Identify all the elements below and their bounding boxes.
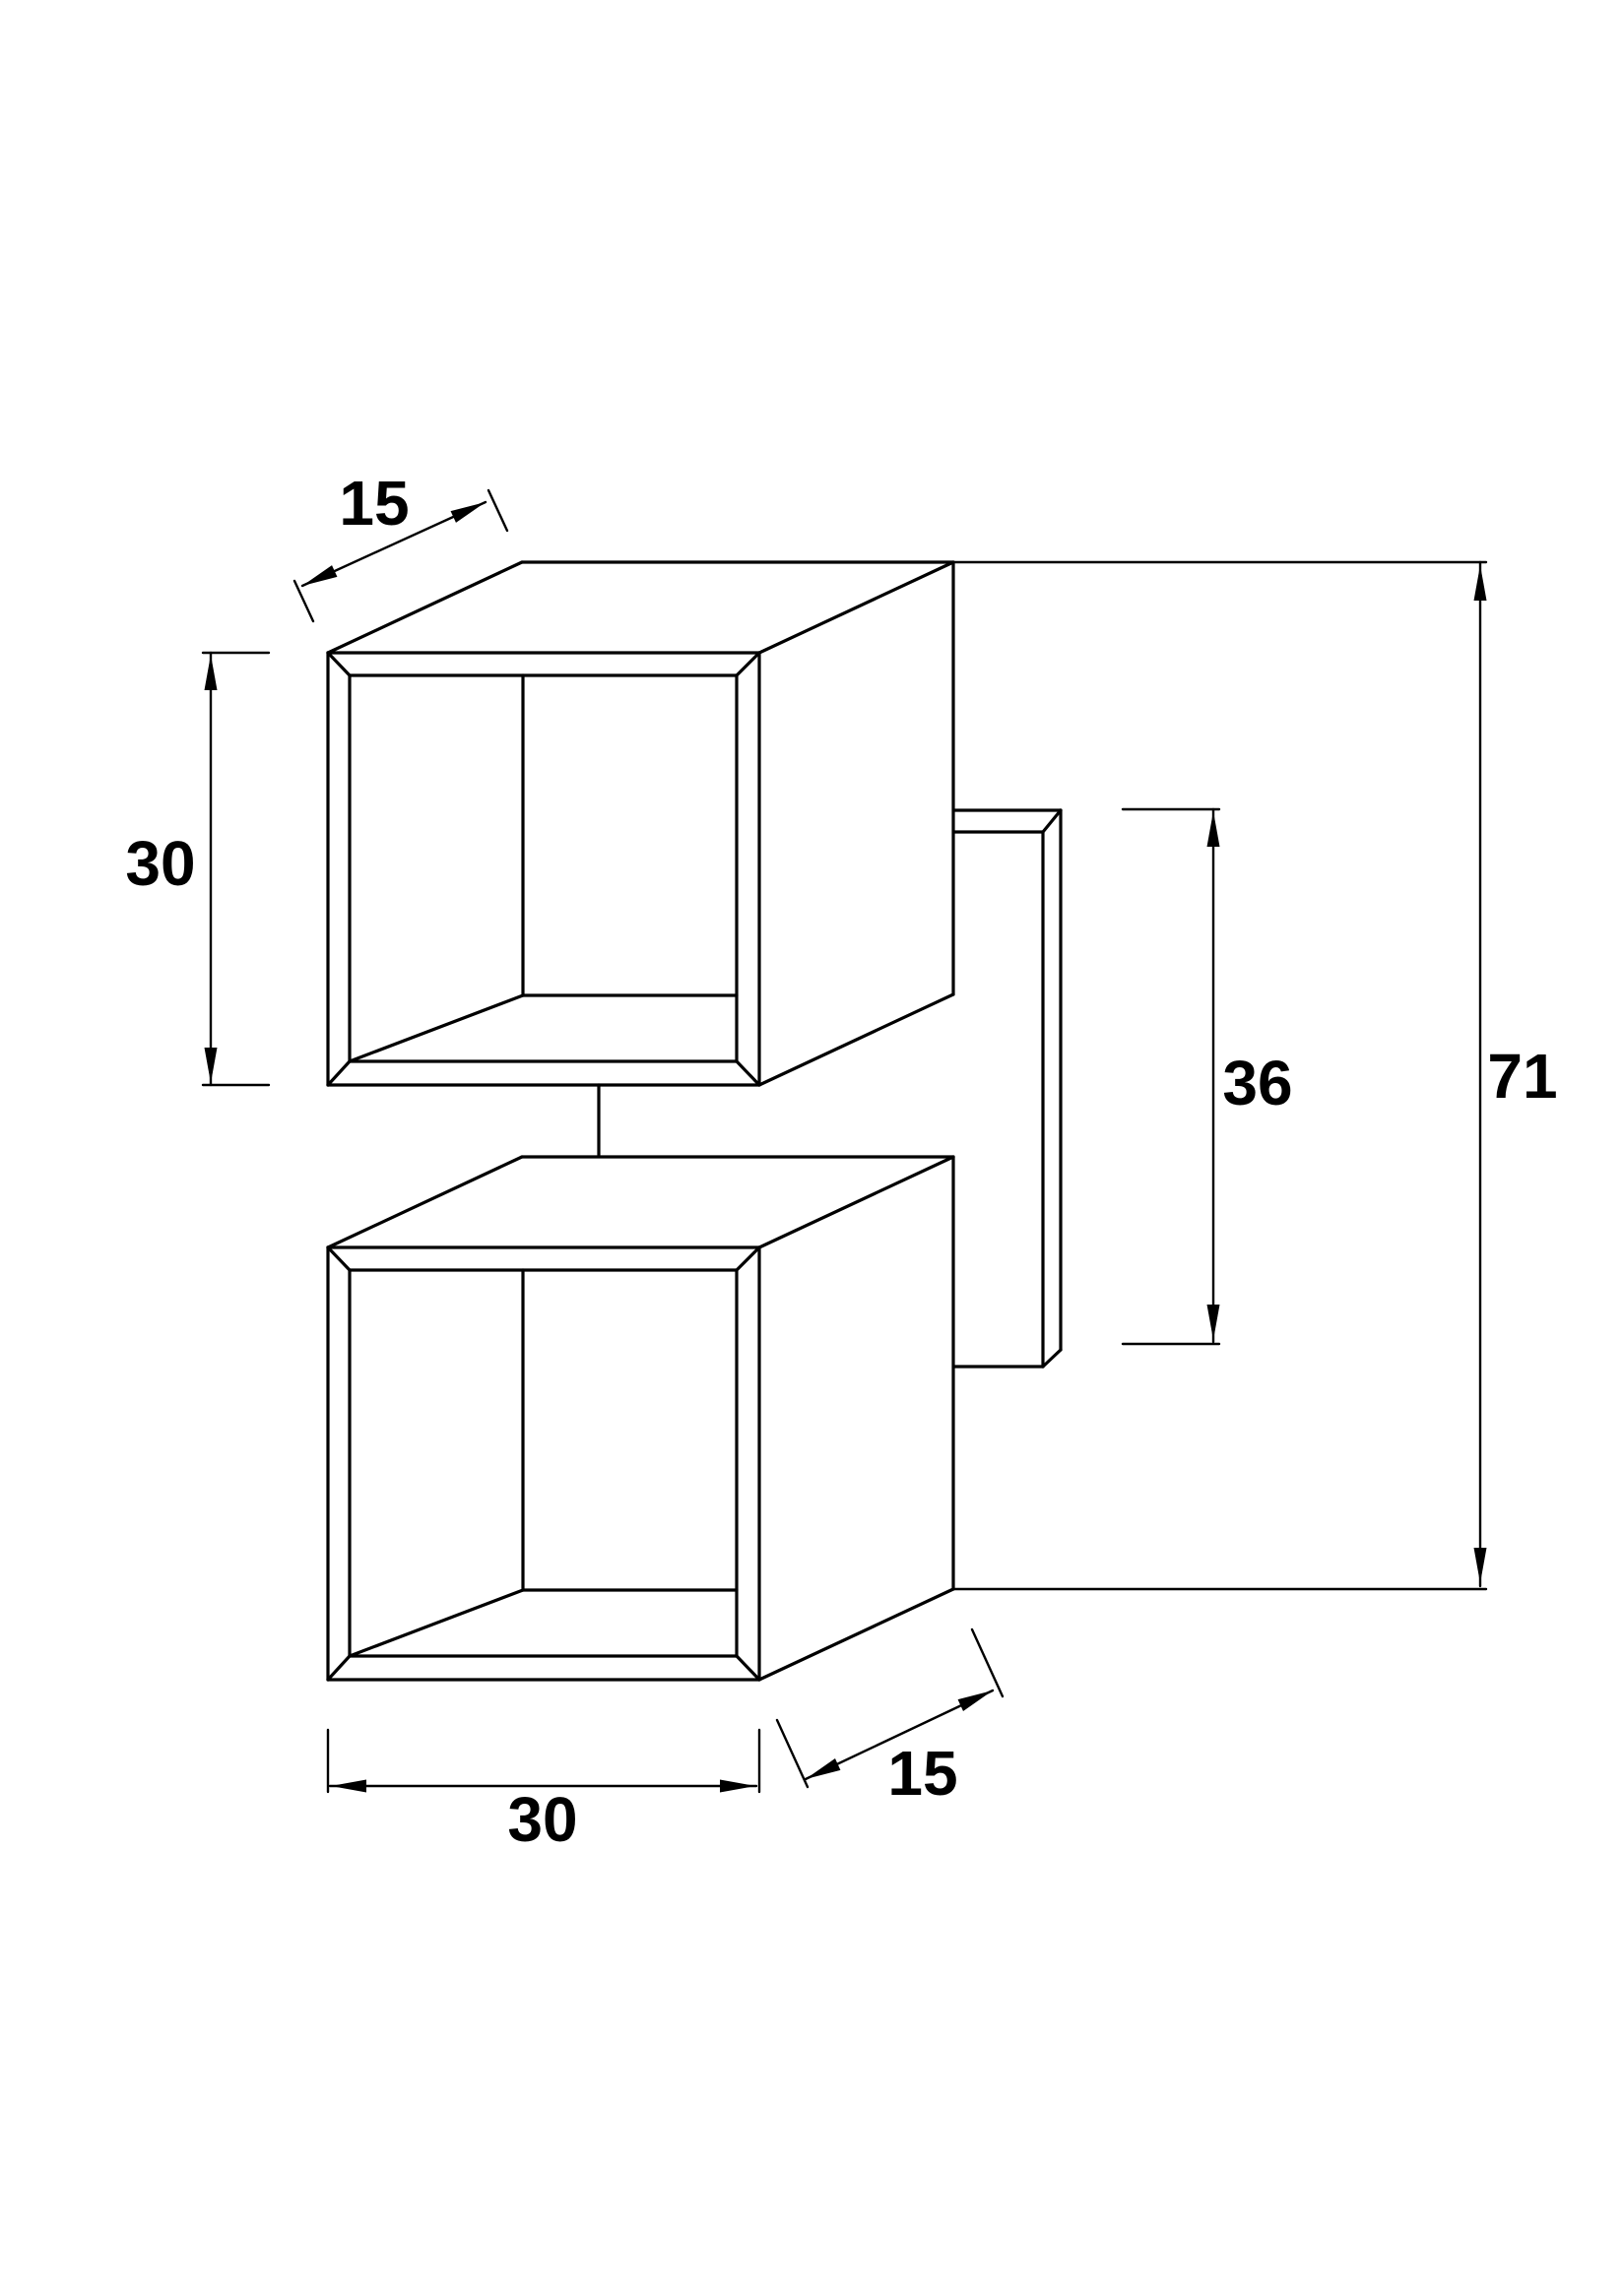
- bottom-cube: [326, 1155, 955, 1682]
- dim-total-height: 71: [951, 560, 1558, 1591]
- dim-depth-bottom: 15: [775, 1627, 1005, 1809]
- dim-height-top: 30: [125, 651, 271, 1087]
- back-panel: [597, 808, 1063, 1369]
- dim-depth-top: 15: [292, 468, 509, 623]
- dim-panel-height-label: 36: [1222, 1048, 1292, 1118]
- dim-depth-bottom-label: 15: [887, 1738, 957, 1809]
- dim-depth-top-label: 15: [339, 468, 409, 539]
- dim-height-top-label: 30: [125, 828, 195, 899]
- dim-panel-height: 36: [1121, 807, 1293, 1346]
- dim-total-height-label: 71: [1487, 1041, 1557, 1112]
- dim-width-bottom-label: 30: [507, 1784, 577, 1855]
- dim-width-bottom: 30: [326, 1728, 761, 1855]
- top-cube: [326, 560, 955, 1087]
